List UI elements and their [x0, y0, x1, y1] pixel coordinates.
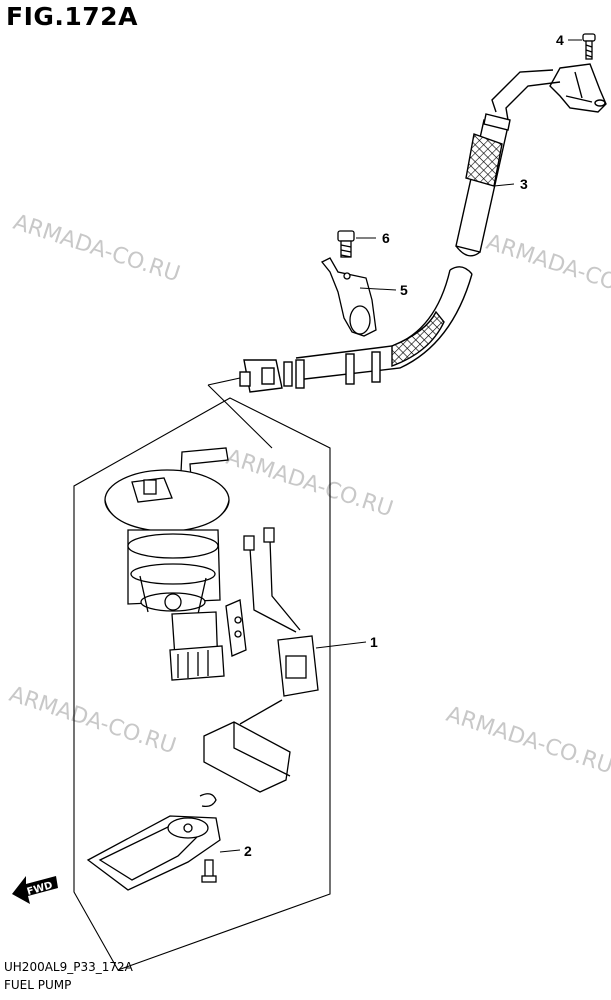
fuel-level-float: [203, 721, 291, 793]
watermark: ARMADA-CO.RU: [223, 445, 396, 522]
assembly-outline: [73, 377, 331, 971]
part-4-screw[interactable]: [582, 33, 596, 60]
figure-code: UH200AL9_P33_172A: [4, 960, 133, 974]
figure-title: FIG.172A: [6, 2, 138, 31]
part-1-fuel-pump[interactable]: [104, 447, 247, 681]
part-2-fuel-filter[interactable]: [86, 793, 221, 891]
watermark: ARMADA-CO.RU: [6, 682, 179, 759]
callout-2: 2: [244, 843, 252, 859]
part-3-fuel-hose[interactable]: [239, 63, 607, 393]
figure-name: FUEL PUMP: [4, 978, 72, 992]
watermark: ARMADA-CO.RU: [483, 230, 611, 307]
watermark: ARMADA-CO.RU: [443, 702, 611, 779]
fwd-arrow-icon: FWD: [12, 876, 58, 904]
callout-5: 5: [400, 282, 408, 298]
part-5-clamp[interactable]: [320, 257, 377, 337]
callout-6: 6: [382, 230, 390, 246]
callout-3: 3: [520, 176, 528, 192]
callout-1: 1: [370, 634, 378, 650]
fwd-label: FWD: [26, 880, 54, 898]
watermarks: ARMADA-CO.RU ARMADA-CO.RU ARMADA-CO.RU A…: [6, 210, 611, 779]
part-6-bolt[interactable]: [337, 230, 355, 258]
callouts: [219, 39, 582, 853]
callout-4: 4: [556, 32, 564, 48]
watermark: ARMADA-CO.RU: [10, 210, 183, 287]
wiring-harness: [239, 527, 319, 725]
